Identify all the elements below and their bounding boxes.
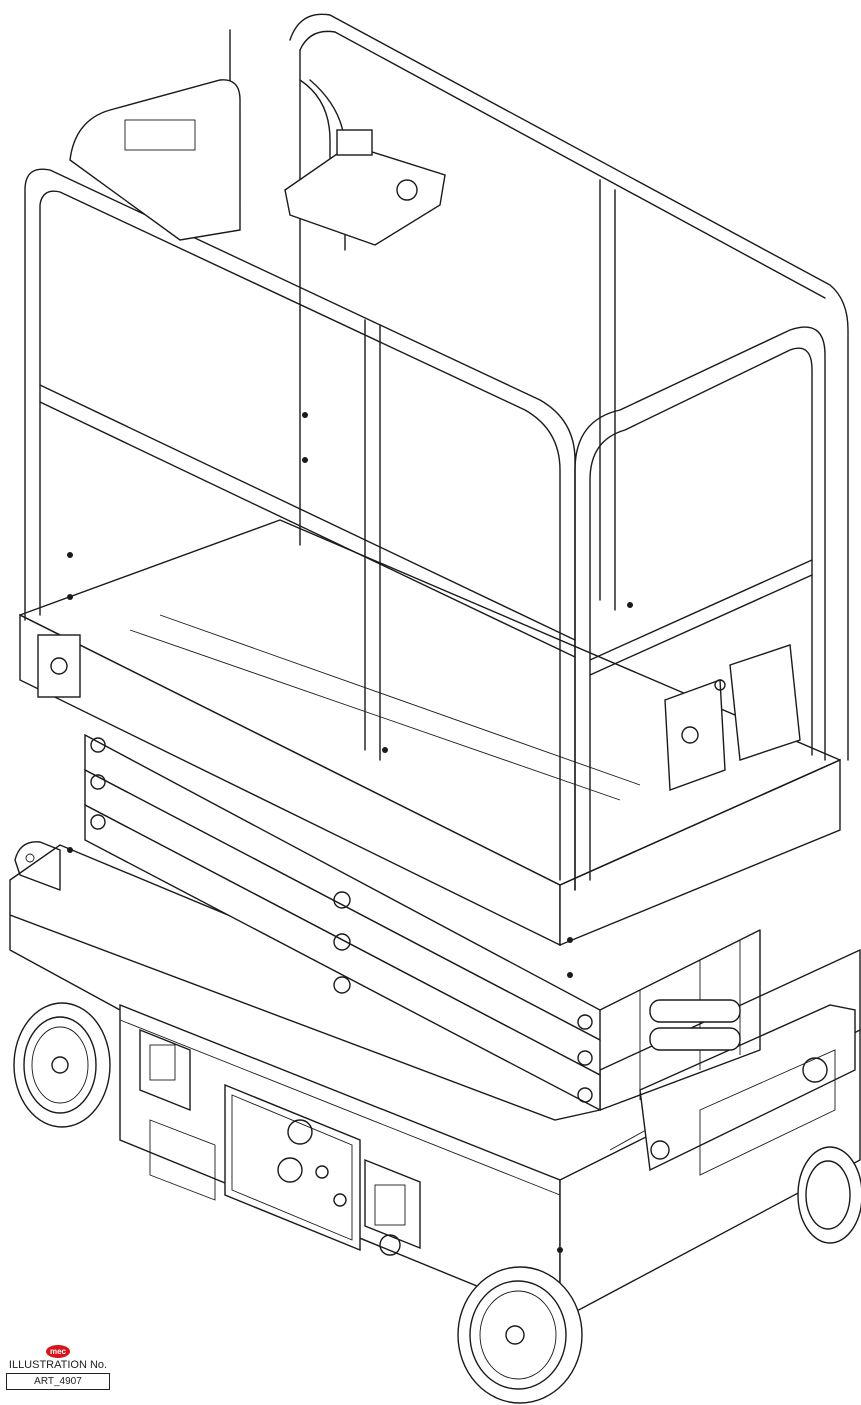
- front-right-wheel: [457, 1266, 583, 1404]
- illustration-caption: mec ILLUSTRATION No. ART_4907: [6, 1345, 110, 1390]
- mec-logo: mec: [46, 1345, 70, 1358]
- switch-box-right: [364, 1158, 421, 1256]
- switch-box-left: [139, 1028, 216, 1201]
- art-number: ART_4907: [6, 1373, 110, 1390]
- guardrail-rear: [229, 13, 849, 761]
- platform-control-box: [284, 79, 446, 251]
- guardrail-front: [24, 168, 576, 891]
- charger-box: [664, 644, 801, 791]
- guardrail-right-end: [574, 326, 826, 891]
- fasteners: [67, 412, 633, 1253]
- manual-holder: [69, 79, 241, 241]
- front-left-wheel: [13, 1002, 111, 1128]
- chassis: [9, 841, 861, 1322]
- base-control-panel: [224, 1083, 361, 1252]
- illustration-label: ILLUSTRATION No.: [8, 1359, 108, 1371]
- rear-right-wheel: [797, 1146, 861, 1244]
- scissor-stack: [84, 733, 761, 1112]
